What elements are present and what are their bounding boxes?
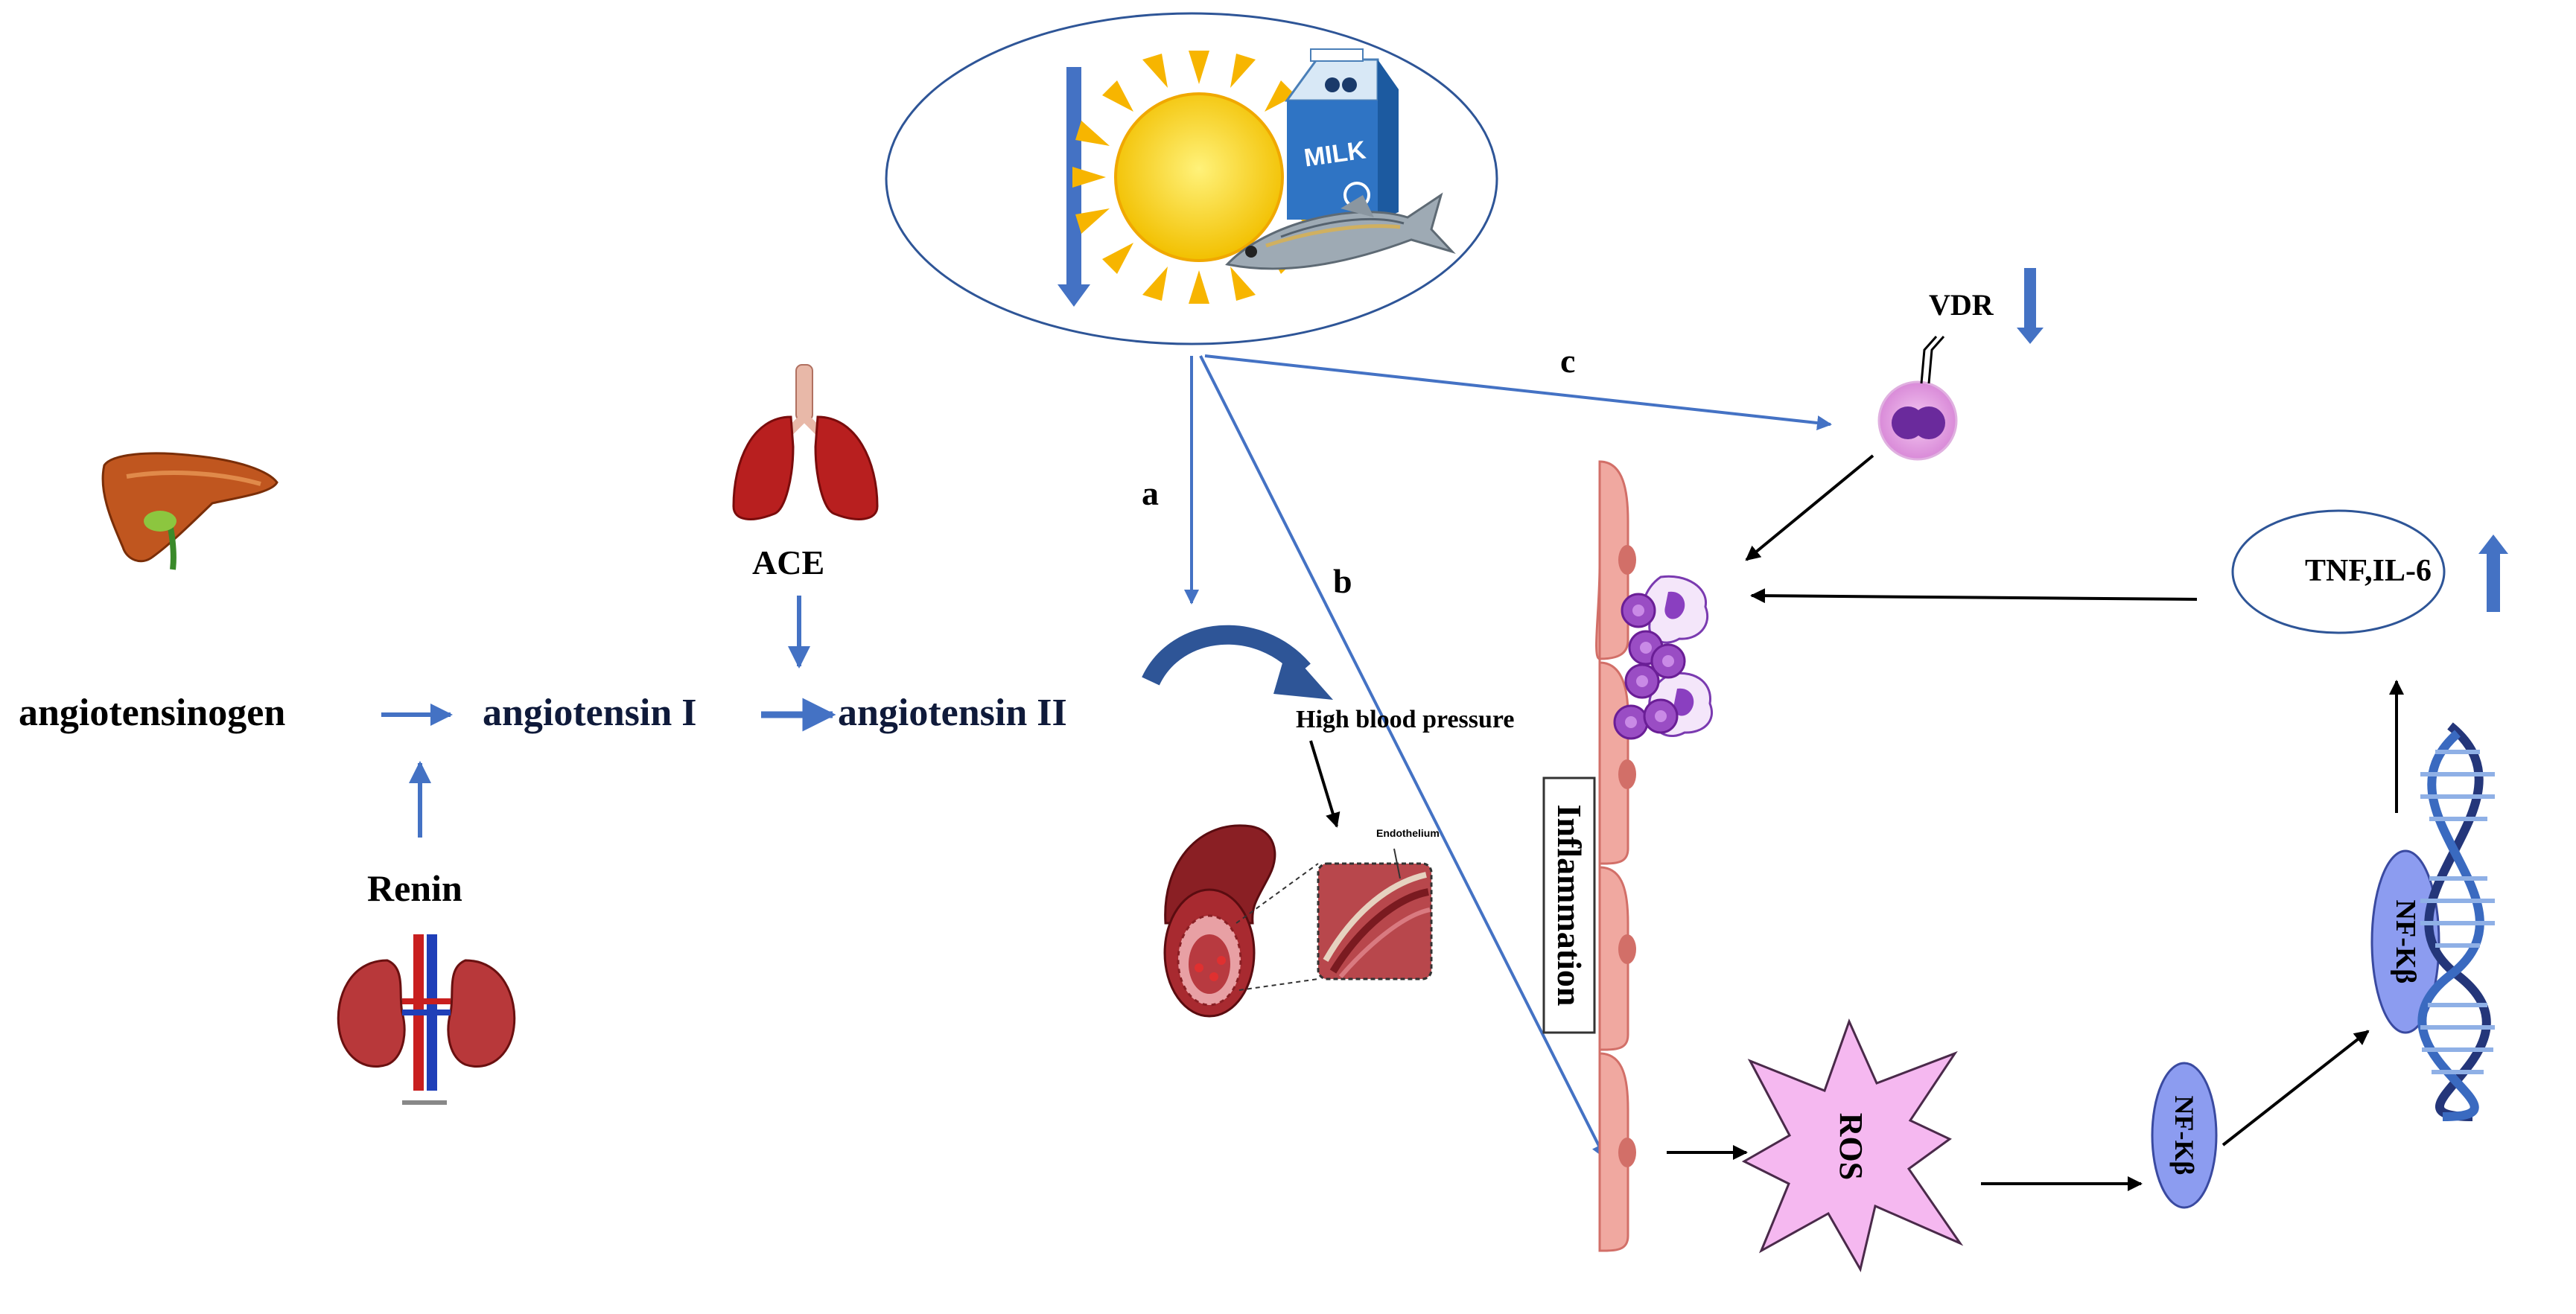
artery-icon — [1163, 824, 1433, 1018]
arrow-hbp-to-artery — [1309, 740, 1341, 828]
inflammation-label: Inflammation — [1551, 804, 1588, 1007]
tnf-increase-arrow-icon — [2478, 535, 2508, 612]
endothelium-wall — [1595, 460, 1636, 1252]
endothelium-label: Endothelium — [1376, 827, 1440, 839]
dna-helix-icon — [2417, 722, 2495, 1121]
kidneys-icon — [337, 934, 516, 1105]
milk-carton-icon: MILK — [1285, 48, 1399, 220]
ros-burst — [1741, 1018, 1964, 1273]
lungs-icon — [732, 364, 879, 520]
curved-arrow-to-hbp — [1142, 625, 1311, 686]
inflammation-box — [1542, 776, 1596, 1034]
tnf-il6-ellipse — [2231, 509, 2446, 634]
angiotensinogen-label: angiotensinogen — [19, 692, 286, 734]
high-blood-pressure-label: High blood pressure — [1296, 706, 1515, 733]
nfkb-label-1: NF-Kβ — [2169, 1095, 2199, 1176]
ros-label: ROS — [1833, 1112, 1869, 1181]
arrow-tnf-to-endothelium — [1750, 588, 2198, 604]
nfkb-oval-1 — [2151, 1062, 2218, 1209]
tnf-il6-label: TNF,IL-6 — [2305, 554, 2432, 588]
vdr-label: VDR — [1929, 288, 1994, 322]
inflammatory-cells-icon — [1613, 575, 1713, 740]
arrow-vdr-to-endothelium — [1745, 454, 1874, 561]
fish-icon — [1225, 192, 1456, 270]
path-c-label: c — [1560, 342, 1576, 380]
renin-label: Renin — [367, 867, 462, 909]
path-b-arrow — [1199, 355, 1606, 1159]
liver-icon — [101, 452, 279, 570]
path-b-label: b — [1333, 562, 1352, 600]
nfkb-label-2: NF-Kβ — [2390, 899, 2421, 984]
path-a-label: a — [1142, 474, 1159, 512]
angiotensin-i-label: angiotensin I — [483, 692, 697, 734]
path-c-arrow — [1204, 354, 1832, 430]
vitamin-d-source-ellipse — [885, 12, 1498, 345]
nfkb-oval-2 — [2370, 849, 2440, 1034]
arrow-nfkb-to-dna — [2222, 1030, 2370, 1146]
ace-label: ACE — [752, 543, 825, 581]
vdr-decrease-arrow-icon — [2017, 268, 2044, 344]
sun-icon — [1072, 51, 1326, 304]
angiotensin-ii-label: angiotensin II — [838, 692, 1067, 734]
immune-cell-icon — [1877, 336, 1958, 461]
